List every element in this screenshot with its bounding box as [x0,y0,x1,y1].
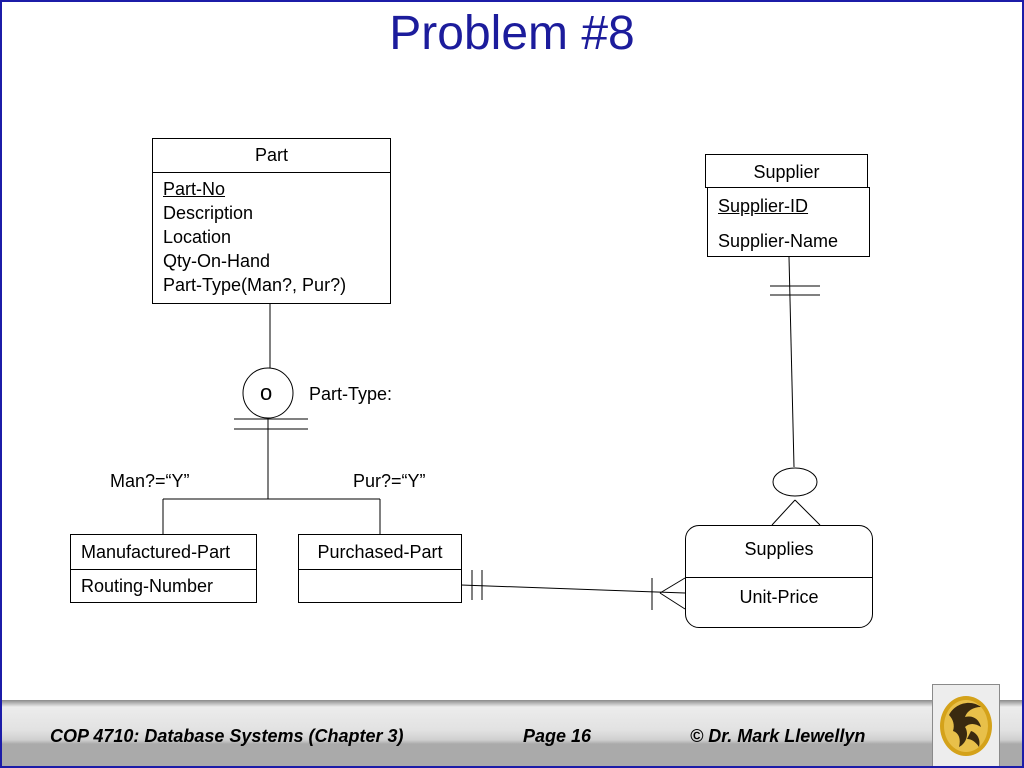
slide-title: Problem #8 [389,7,635,60]
discriminator-label: Part-Type: [309,384,393,404]
supplies-crowfoot-top-right [794,499,821,526]
supplies-crowfoot-left-bottom [659,592,686,610]
purchased-part-entity: Purchased-Part [298,534,462,603]
footer-course: COP 4710: Database Systems (Chapter 3) [50,726,404,746]
purchased-condition: Pur?=“Y” [353,471,426,491]
routing-number-attribute: Routing-Number [71,569,256,603]
footer-page: Page 16 [523,726,592,746]
manufactured-part-entity: Manufactured-Part Routing-Number [70,534,257,603]
location-attribute: Location [163,227,232,247]
purchased-to-supplies-line [460,584,686,594]
supplies-crowfoot-left-top [659,577,686,594]
pegasus-logo-icon [940,696,992,756]
description-attribute: Description [163,203,254,223]
qty-on-hand-attribute: Qty-On-Hand [163,251,271,271]
supplier-entity-name: Supplier [753,162,820,182]
purchased-part-empty-attributes [299,569,461,603]
optional-ellipse [772,467,818,497]
supplies-entity: Supplies Unit-Price [685,525,873,628]
ucf-pegasus-logo [932,684,1000,766]
purchased-part-entity-name: Purchased-Part [317,542,443,562]
supplies-crowfoot-top-left [771,499,796,526]
part-entity: Part Part-No Description Location Qty-On… [152,138,391,304]
supplier-to-supplies-line [788,256,795,468]
supplies-entity-name: Supplies [744,539,814,559]
supplier-entity-attributes: Supplier-ID Supplier-Name [707,187,870,257]
unit-price-attribute: Unit-Price [686,577,872,628]
footer-author: © Dr. Mark Llewellyn [690,726,866,746]
supplier-entity-header: Supplier [705,154,868,188]
manufactured-part-entity-name: Manufactured-Part [81,542,231,562]
overlap-symbol: o [260,380,273,405]
supplier-id-attribute: Supplier-ID [718,196,809,216]
footer-bar [2,700,1022,766]
supplier-name-attribute: Supplier-Name [718,231,839,251]
part-type-attribute: Part-Type(Man?, Pur?) [163,275,347,295]
manufactured-condition: Man?=“Y” [110,471,190,491]
part-entity-name: Part [254,145,288,165]
part-no-attribute: Part-No [163,179,226,199]
